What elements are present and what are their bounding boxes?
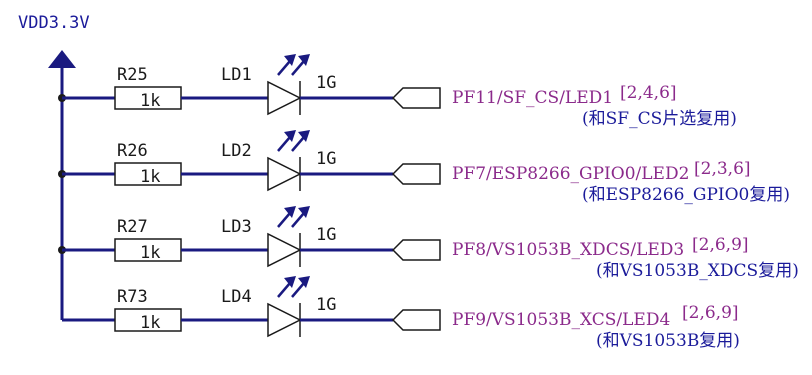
- net-label: PF11/SF_CS/LED1: [452, 88, 613, 108]
- net-label: PF9/VS1053B_XCS/LED4: [452, 310, 670, 330]
- resistor-ref: R73: [117, 287, 148, 307]
- led-row-4: R73 1k LD4 1G PF9/VS1053B_XCS/LED4 [2,6,…: [62, 276, 740, 351]
- net-label: PF7/ESP8266_GPIO0/LED2: [452, 164, 689, 184]
- resistor-value: 1k: [140, 243, 160, 263]
- net-port: [391, 309, 441, 331]
- led-row-1: R25 1k LD1 1G PF11/SF_CS/LED1 [2,4,6] (和…: [58, 54, 737, 129]
- note: (和SF_CS片选复用): [582, 109, 737, 129]
- diode-triangle: [267, 80, 302, 116]
- resistor-ref: R25: [117, 65, 148, 85]
- page-ref: [2,6,9]: [692, 235, 749, 255]
- emission-arrows-icon: [277, 130, 310, 152]
- net-port: [391, 87, 441, 109]
- power-symbol: VDD3.3V: [18, 13, 90, 320]
- emission-arrows-icon: [277, 276, 310, 298]
- led-ref: LD1: [221, 65, 252, 85]
- led-ref: LD4: [221, 287, 252, 307]
- net-port: [391, 163, 441, 185]
- diode-triangle: [267, 232, 302, 268]
- pin-label: 1G: [316, 295, 336, 315]
- led-ref: LD3: [221, 217, 252, 237]
- resistor-ref: R27: [117, 217, 148, 237]
- resistor-value: 1k: [140, 313, 160, 333]
- diode-triangle: [267, 302, 302, 338]
- page-ref: [2,3,6]: [694, 159, 751, 179]
- diode-triangle: [267, 156, 302, 192]
- pin-label: 1G: [316, 73, 336, 93]
- power-label: VDD3.3V: [18, 13, 90, 33]
- page-ref: [2,4,6]: [620, 83, 677, 103]
- net-port: [391, 239, 441, 261]
- note: (和VS1053B复用): [596, 331, 740, 351]
- note: (和ESP8266_GPIO0复用): [582, 185, 790, 205]
- pin-label: 1G: [316, 225, 336, 245]
- emission-arrows-icon: [277, 54, 310, 76]
- resistor-value: 1k: [140, 167, 160, 187]
- resistor-ref: R26: [117, 141, 148, 161]
- led-ref: LD2: [221, 141, 252, 161]
- note: (和VS1053B_XDCS复用): [596, 261, 799, 281]
- led-row-3: R27 1k LD3 1G PF8/VS1053B_XDCS/LED3 [2,6…: [58, 206, 799, 281]
- led-row-2: R26 1k LD2 1G PF7/ESP8266_GPIO0/LED2 [2,…: [58, 130, 790, 205]
- power-arrow-icon: [48, 50, 76, 68]
- resistor-value: 1k: [140, 91, 160, 111]
- net-label: PF8/VS1053B_XDCS/LED3: [452, 240, 684, 260]
- page-ref: [2,6,9]: [682, 303, 739, 323]
- pin-label: 1G: [316, 149, 336, 169]
- emission-arrows-icon: [277, 206, 310, 228]
